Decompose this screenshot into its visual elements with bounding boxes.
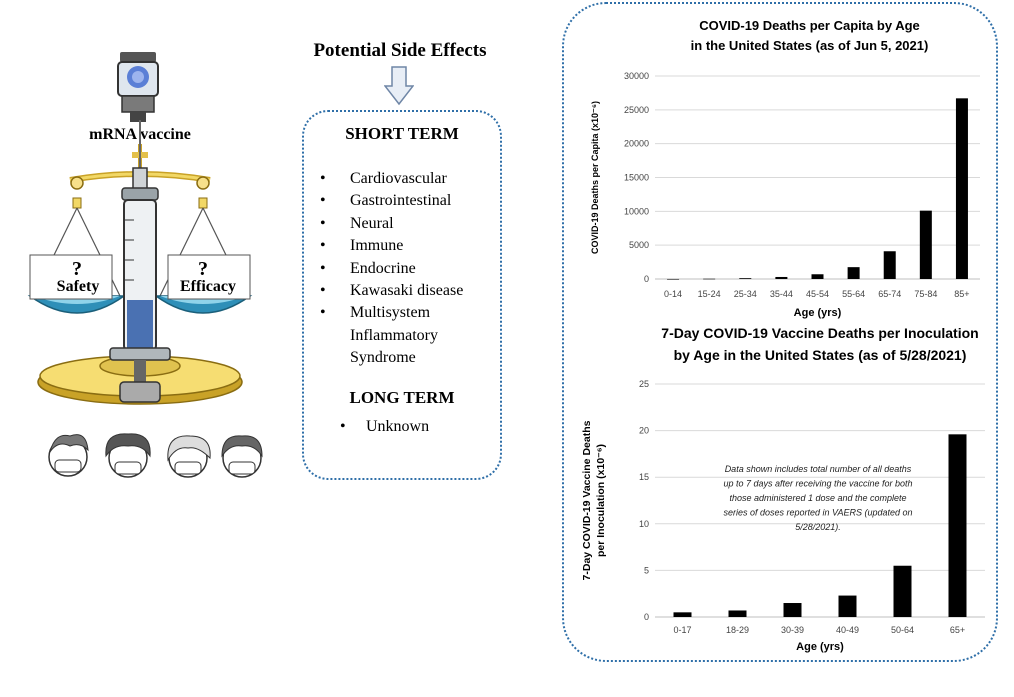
y-tick-label: 10000 xyxy=(624,206,649,216)
y-tick-label: 5000 xyxy=(629,240,649,250)
short-term-heading: SHORT TERM xyxy=(345,124,459,143)
bar xyxy=(811,274,824,279)
x-tick-label: 30-39 xyxy=(781,625,804,635)
list-item: Kawasaki disease xyxy=(318,280,500,303)
x-tick-label: 18-29 xyxy=(726,625,749,635)
x-tick-label: 0-17 xyxy=(673,625,691,635)
list-item: Multisystem Inflammatory Syndrome xyxy=(318,302,500,369)
x-tick-label: 35-44 xyxy=(770,289,793,299)
efficacy-label: Efficacy xyxy=(180,278,236,295)
y-tick-label: 0 xyxy=(644,612,649,622)
short-term-list: Cardiovascular Gastrointestinal Neural I… xyxy=(318,168,500,370)
y-tick-label: 10 xyxy=(639,519,649,529)
bar xyxy=(775,276,788,279)
list-item: Unknown xyxy=(340,418,429,436)
bar xyxy=(948,434,967,617)
vaccine-vial-icon xyxy=(117,52,159,122)
y-tick-label: 5 xyxy=(644,565,649,575)
side-effects-box: SHORT TERM Cardiovascular Gastrointestin… xyxy=(302,110,502,480)
safety-label: Safety xyxy=(57,278,100,295)
x-tick-label: 25-34 xyxy=(734,289,757,299)
list-item: Endocrine xyxy=(318,258,500,281)
side-effects-title: Potential Side Effects xyxy=(313,40,487,61)
x-tick-label: 65+ xyxy=(950,625,965,635)
bar xyxy=(783,603,802,617)
list-item: Cardiovascular xyxy=(318,168,500,191)
y-axis-label: COVID-19 Deaths per Capita (x10⁻⁶) xyxy=(590,101,600,254)
long-term-heading: LONG TERM xyxy=(349,388,455,407)
y-tick-label: 25 xyxy=(639,379,649,389)
chart-annotation: those administered 1 dose and the comple… xyxy=(729,493,906,503)
bar xyxy=(673,612,692,617)
bar xyxy=(847,267,860,279)
x-tick-label: 50-64 xyxy=(891,625,914,635)
x-axis-label: Age (yrs) xyxy=(794,307,842,319)
bar xyxy=(667,278,680,280)
chart-title: 7-Day COVID-19 Vaccine Deaths per Inocul… xyxy=(661,325,978,341)
y-tick-label: 15000 xyxy=(624,173,649,183)
vaccine-scale-illustration: mRNA vaccine ? Safety ? Efficacy xyxy=(27,52,263,478)
list-item: Gastrointestinal xyxy=(318,190,500,213)
bar xyxy=(728,610,747,617)
chart-title: by Age in the United States (as of 5/28/… xyxy=(674,347,967,363)
chart-title: in the United States (as of Jun 5, 2021) xyxy=(691,38,929,53)
y-tick-label: 25000 xyxy=(624,105,649,115)
bar xyxy=(883,251,896,279)
bar xyxy=(703,278,716,280)
chart-annotation: 5/28/2021). xyxy=(795,522,841,532)
x-tick-label: 65-74 xyxy=(878,289,901,299)
y-tick-label: 20000 xyxy=(624,139,649,149)
x-tick-label: 45-54 xyxy=(806,289,829,299)
masked-faces-icon xyxy=(48,433,263,478)
chart-title: COVID-19 Deaths per Capita by Age xyxy=(699,18,920,33)
bar xyxy=(919,210,932,279)
chart-annotation: up to 7 days after receiving the vaccine… xyxy=(723,479,912,489)
syringe-icon xyxy=(109,120,171,403)
chart-2: 7-Day COVID-19 Vaccine Deaths per Inocul… xyxy=(581,325,985,653)
x-tick-label: 55-64 xyxy=(842,289,865,299)
charts-panel xyxy=(562,2,998,662)
list-item: Immune xyxy=(318,235,500,258)
long-term-list: Unknown xyxy=(340,418,429,436)
down-arrow-icon xyxy=(384,66,414,106)
chart-annotation: Data shown includes total number of all … xyxy=(725,464,912,474)
x-tick-label: 75-84 xyxy=(914,289,937,299)
safety-question-mark: ? xyxy=(72,258,82,280)
bar xyxy=(838,595,857,617)
efficacy-question-mark: ? xyxy=(198,258,208,280)
y-tick-label: 30000 xyxy=(624,71,649,81)
x-tick-label: 15-24 xyxy=(698,289,721,299)
list-item: Neural xyxy=(318,213,500,236)
y-axis-label: 7-Day COVID-19 Vaccine Deaths xyxy=(581,420,593,580)
x-axis-label: Age (yrs) xyxy=(796,641,844,653)
y-tick-label: 15 xyxy=(639,472,649,482)
y-axis-label: per Inoculation (x10⁻⁶) xyxy=(595,444,607,557)
chart-1: COVID-19 Deaths per Capita by Age in the … xyxy=(590,18,980,319)
x-tick-label: 0-14 xyxy=(664,289,682,299)
x-tick-label: 40-49 xyxy=(836,625,859,635)
bar xyxy=(955,98,968,279)
y-tick-label: 20 xyxy=(639,426,649,436)
bar xyxy=(893,565,912,617)
bar xyxy=(739,278,752,279)
y-tick-label: 0 xyxy=(644,274,649,284)
x-tick-label: 85+ xyxy=(954,289,969,299)
chart-annotation: series of doses reported in VAERS (updat… xyxy=(723,508,912,518)
